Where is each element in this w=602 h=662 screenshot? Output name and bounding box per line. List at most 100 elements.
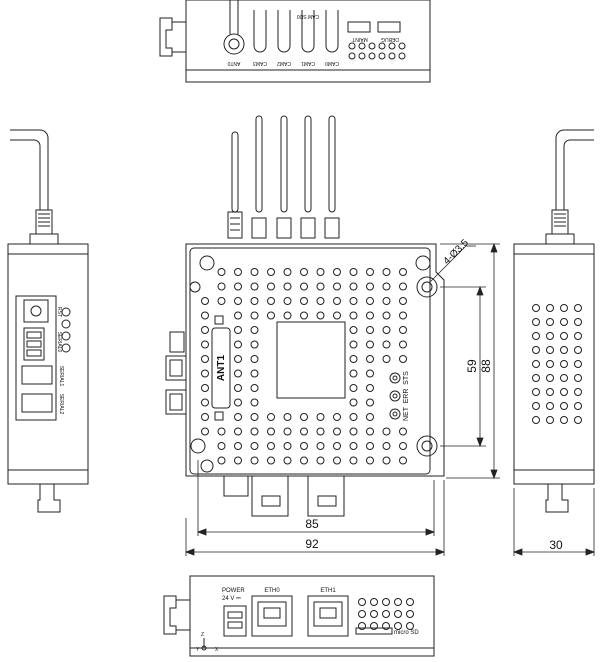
axis-y: Y — [196, 647, 200, 653]
vent-hole — [382, 268, 391, 276]
side-vent-hole — [560, 318, 568, 326]
side-vent-hole — [532, 374, 540, 382]
vent-hole — [399, 297, 407, 305]
front-view: ANT1 STS ERR NET 4-Ø3.5 85 92 59 88 — [165, 115, 500, 556]
side-vent-hole — [546, 304, 554, 312]
vent-hole — [300, 413, 308, 421]
vent-hole — [399, 311, 407, 320]
vent-hole — [300, 427, 308, 436]
vent-hole — [382, 282, 391, 291]
vent-hole — [366, 413, 374, 421]
label-ant1: ANT1 — [216, 355, 227, 382]
vent-hole — [333, 427, 341, 436]
side-vent-hole — [560, 388, 568, 396]
vent-hole — [349, 268, 358, 276]
vent-hole — [234, 384, 242, 392]
side-vent-hole — [560, 360, 568, 368]
vent-hole — [267, 427, 275, 436]
vent-hole — [316, 282, 325, 291]
side-vent-hole — [560, 332, 568, 340]
vent-hole — [201, 384, 209, 392]
label-voltage: 24 V ⎓ — [222, 596, 241, 602]
label-net: NET — [403, 406, 410, 421]
side-vent-hole — [560, 374, 568, 382]
vent-hole — [250, 384, 259, 392]
side-vent-hole — [574, 304, 582, 312]
vent-hole — [250, 427, 259, 436]
side-vent-hole — [532, 416, 540, 424]
vent-hole — [234, 326, 242, 334]
vent-hole — [333, 297, 341, 305]
vent-hole — [399, 268, 407, 276]
vent-hole — [234, 369, 242, 378]
vent-hole — [399, 427, 407, 436]
vent-hole — [283, 311, 292, 320]
axis-z: Z — [201, 632, 204, 638]
side-vent-hole — [574, 332, 582, 340]
side-vent-hole — [546, 402, 554, 410]
side-vent-hole — [574, 360, 582, 368]
vent-hole — [250, 340, 259, 349]
dimension-92: 92 — [305, 537, 319, 551]
label-maint: MAINT — [352, 36, 368, 42]
vent-hole — [349, 297, 358, 305]
vent-hole — [316, 268, 325, 276]
vent-hole — [283, 282, 292, 291]
vent-hole — [283, 413, 292, 421]
vent-hole — [250, 456, 259, 465]
label-serial0: SERIAL0 — [56, 332, 62, 353]
side-vent-hole — [546, 346, 554, 354]
vent-hole — [250, 297, 259, 305]
label-micro-sd: micro SD — [394, 630, 419, 636]
side-vent-holes — [532, 304, 582, 424]
vent-hole — [267, 311, 275, 320]
vent-hole — [201, 369, 209, 378]
vent-hole — [366, 297, 374, 305]
vent-hole — [399, 326, 407, 334]
side-vent-hole — [560, 304, 568, 312]
vent-hole — [201, 413, 209, 421]
vent-hole — [250, 311, 259, 320]
vent-hole — [217, 282, 226, 291]
vent-hole — [283, 297, 292, 305]
side-vent-hole — [574, 416, 582, 424]
side-vent-hole — [546, 332, 554, 340]
vent-hole — [316, 427, 325, 436]
side-vent-hole — [532, 318, 540, 326]
bottom-vent-holes — [358, 598, 414, 630]
vent-hole — [366, 384, 374, 392]
label-serial2: SERIAL2 — [58, 394, 64, 415]
dimension-88: 88 — [479, 359, 493, 373]
vent-hole — [316, 413, 325, 421]
vent-hole — [349, 384, 358, 392]
vent-hole — [349, 398, 358, 407]
vent-hole — [217, 297, 226, 305]
vent-hole — [267, 413, 275, 421]
vent-hole — [201, 427, 209, 436]
vent-hole — [250, 369, 259, 378]
right-side-view: 30 — [512, 129, 596, 556]
vent-hole — [217, 268, 226, 276]
label-cam2: CAM2 — [277, 60, 291, 66]
vent-hole — [366, 398, 374, 407]
vent-hole — [399, 340, 407, 349]
label-serial1: SERIAL1 — [58, 366, 64, 387]
vent-hole — [382, 427, 391, 436]
vent-hole — [300, 297, 308, 305]
vent-hole — [366, 456, 374, 465]
vent-hole — [267, 456, 275, 465]
side-vent-hole — [560, 416, 568, 424]
vent-hole — [283, 442, 292, 450]
top-view: CAM SD0 MAINT DEBUG ANT0 CAM3 CAM2 CAM1 … — [159, 0, 431, 83]
side-vent-hole — [546, 374, 554, 382]
vent-hole — [234, 413, 242, 421]
vent-hole — [366, 427, 374, 436]
vent-hole — [250, 268, 259, 276]
bottom-view: POWER 24 V ⎓ ETH0 ETH1 micro SD Z Y X — [163, 575, 435, 657]
label-err: ERR — [403, 389, 410, 404]
side-vent-hole — [560, 402, 568, 410]
vent-hole — [382, 297, 391, 305]
vent-hole — [349, 282, 358, 291]
label-ant0: ANT0 — [227, 60, 240, 66]
